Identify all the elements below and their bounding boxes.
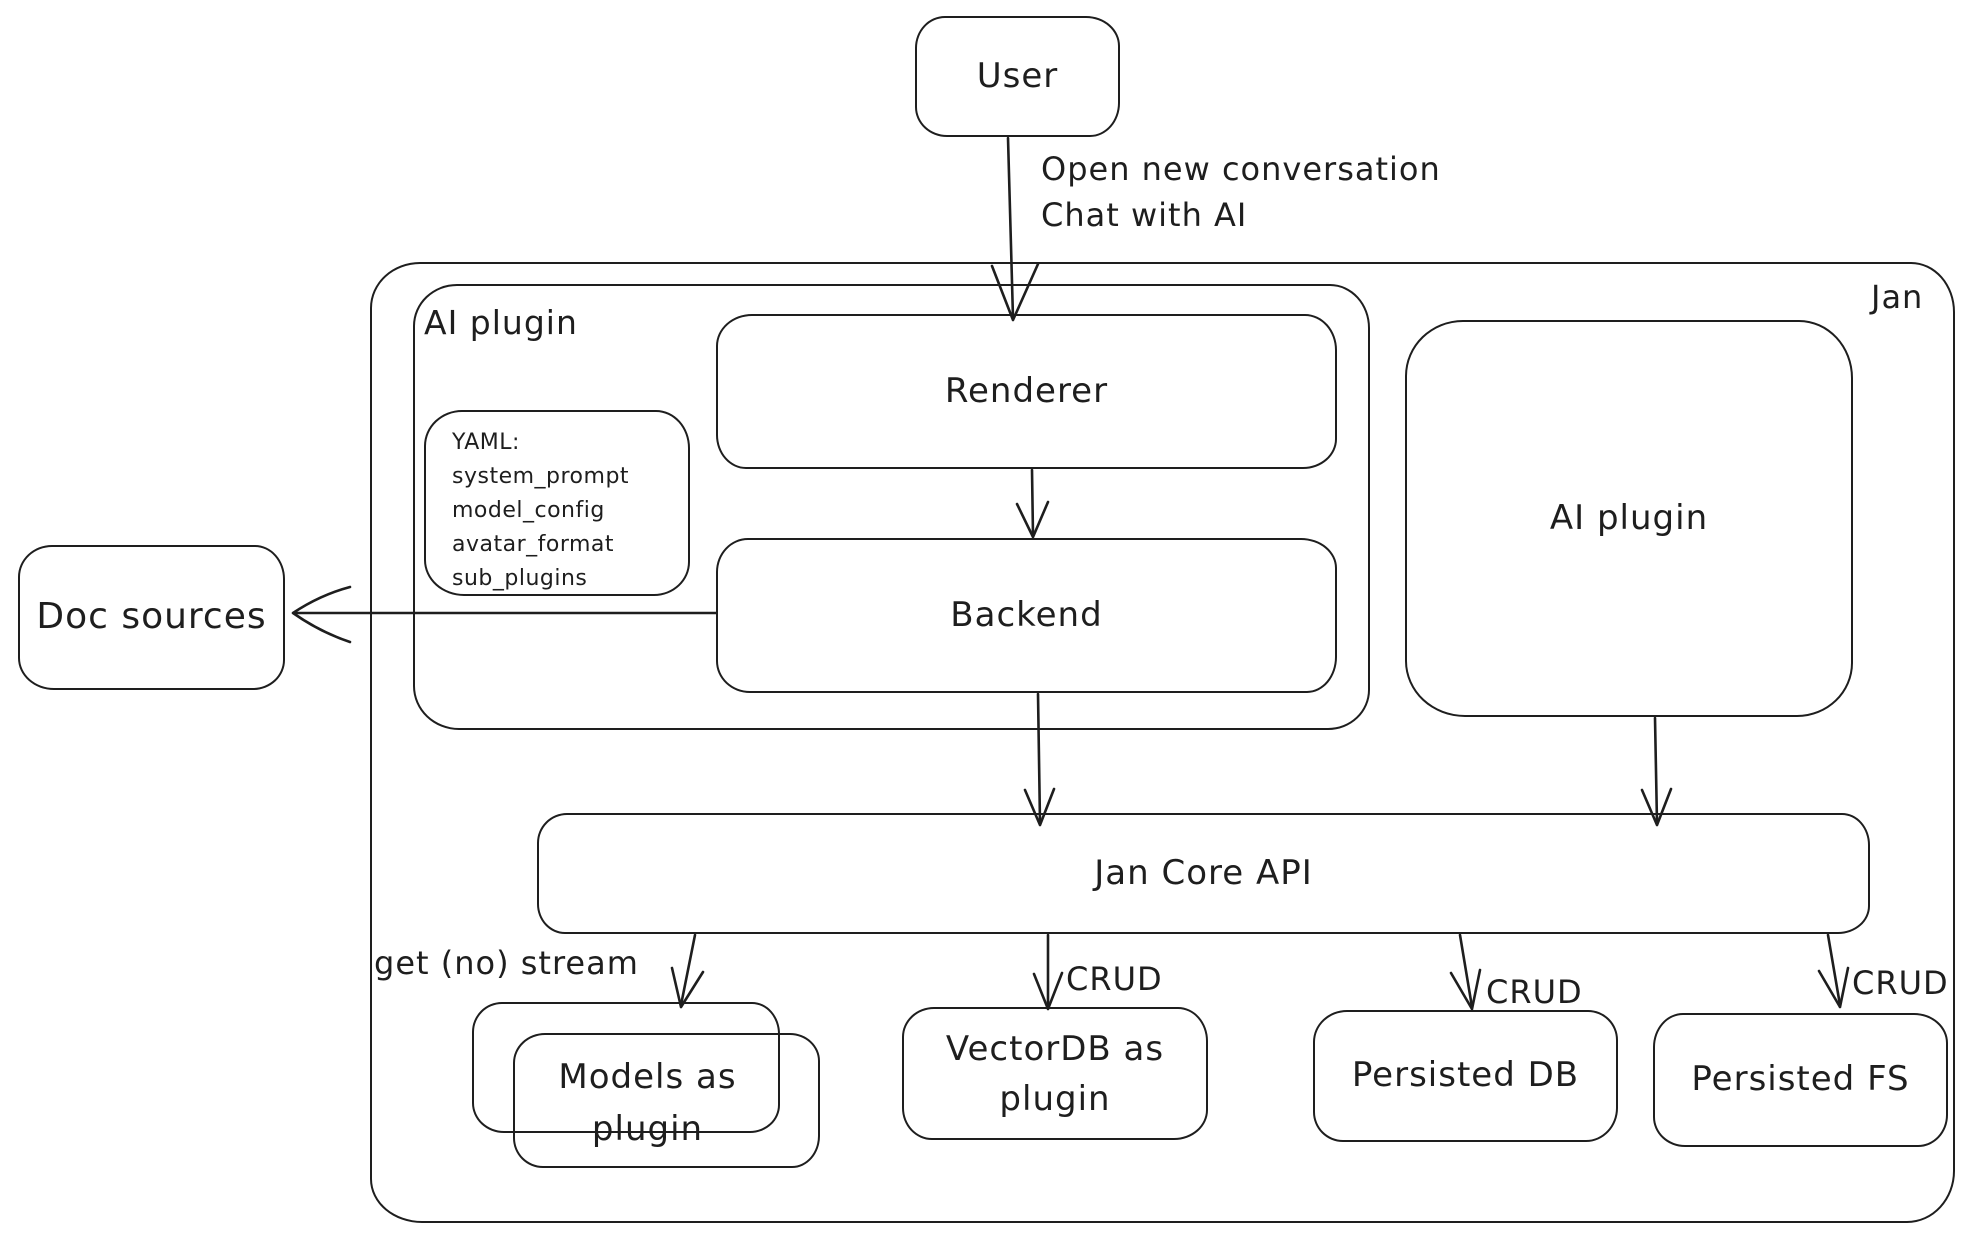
models-plugin-label-line1: Models as — [558, 1057, 737, 1097]
jan-container-box — [370, 262, 1955, 1223]
jan-container-label: Jan — [1871, 278, 1924, 316]
yaml-note-line: system_prompt — [452, 464, 630, 489]
persisted-fs-node-label: Persisted FS — [1691, 1059, 1910, 1100]
persisted-db-node-label: Persisted DB — [1351, 1055, 1580, 1096]
edge-user-label-line2: Chat with AI — [1041, 196, 1248, 234]
edge-crud-label-persisted-db: CRUD — [1486, 973, 1583, 1011]
edge-user-label-line1: Open new conversation — [1041, 150, 1441, 188]
ai-plugin-right-node: AI plugin — [1405, 320, 1853, 717]
yaml-note-box: YAML: system_prompt model_config avatar_… — [424, 410, 690, 596]
vectordb-plugin-label-line2: plugin — [999, 1078, 1111, 1119]
yaml-note-line: YAML: — [452, 430, 520, 455]
backend-node: Backend — [716, 538, 1337, 693]
models-plugin-label-line2: plugin — [591, 1109, 704, 1149]
user-node: User — [915, 16, 1120, 137]
models-plugin-node-front — [513, 1033, 820, 1168]
jan-core-api-node-label: Jan Core API — [1094, 852, 1313, 893]
yaml-note-line: sub_plugins — [452, 566, 588, 591]
jan-core-api-node: Jan Core API — [537, 813, 1870, 934]
persisted-fs-node: Persisted FS — [1653, 1013, 1948, 1147]
renderer-node: Renderer — [716, 314, 1337, 469]
models-plugin-node-back — [472, 1002, 780, 1133]
backend-node-label: Backend — [950, 594, 1103, 635]
doc-sources-node-label: Doc sources — [36, 596, 267, 638]
renderer-node-label: Renderer — [944, 370, 1109, 411]
yaml-note-text: YAML: system_prompt model_config avatar_… — [426, 412, 688, 606]
yaml-note-line: avatar_format — [452, 532, 615, 557]
persisted-db-node: Persisted DB — [1313, 1010, 1618, 1142]
vectordb-plugin-node: VectorDB as plugin — [902, 1007, 1208, 1140]
edge-crud-label-persisted-fs: CRUD — [1852, 964, 1949, 1002]
vectordb-plugin-label-line1: VectorDB as — [945, 1028, 1165, 1069]
yaml-note-line: model_config — [452, 498, 605, 523]
models-plugin-node-label: Models as plugin — [500, 1048, 795, 1158]
ai-plugin-container-label: AI plugin — [424, 303, 578, 342]
ai-plugin-container-box — [413, 284, 1370, 730]
doc-sources-node: Doc sources — [18, 545, 285, 690]
user-node-label: User — [976, 55, 1059, 96]
ai-plugin-right-label: AI plugin — [1549, 497, 1709, 538]
edge-core-to-models-label: get (no) stream — [374, 944, 639, 982]
edge-crud-label-vectordb: CRUD — [1066, 960, 1163, 998]
